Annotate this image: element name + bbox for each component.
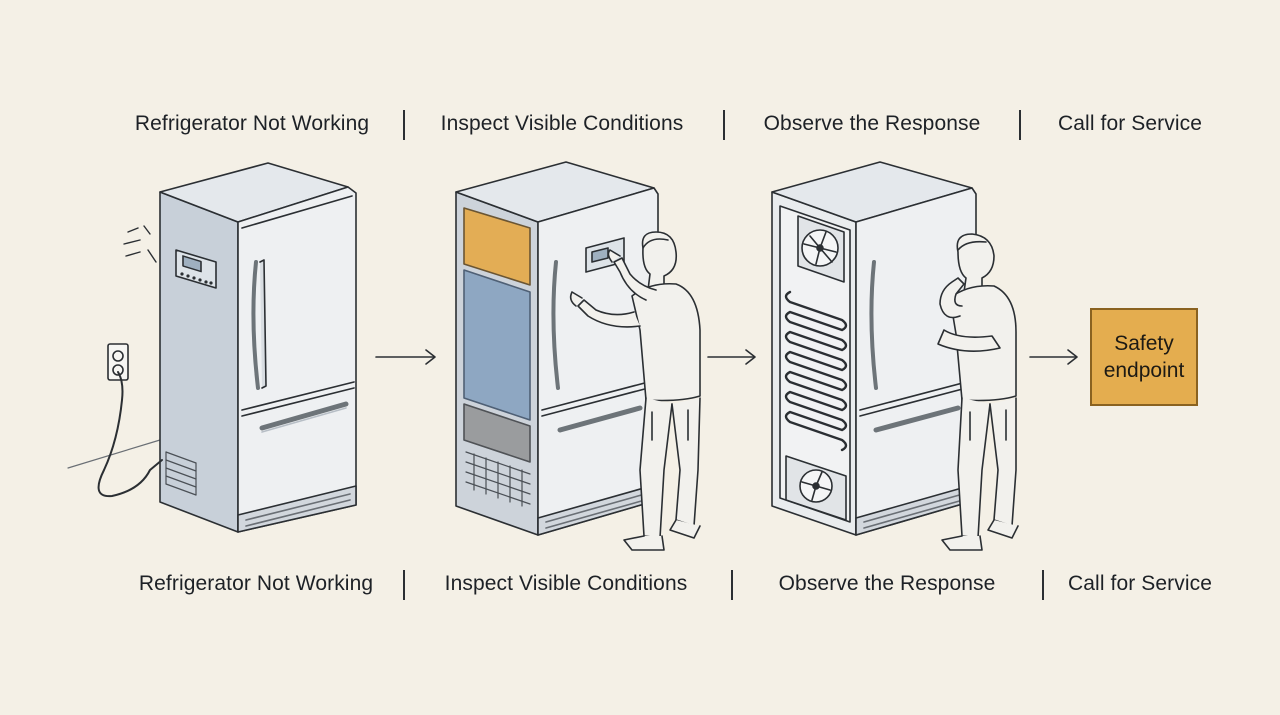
bottom-label-observe-the-response: Observe the Response: [778, 572, 996, 595]
top-label-refrigerator-not-working: Refrigerator Not Working: [134, 112, 370, 135]
endpoint-line-2: endpoint: [1103, 359, 1185, 382]
refrigerator-1: [67, 162, 357, 533]
arrow-right-icon: [1029, 349, 1078, 365]
top-label-observe-the-response: Observe the Response: [763, 112, 981, 135]
arrow-right-icon: [375, 349, 436, 365]
fan-icon: [785, 455, 847, 521]
top-separator-2: [723, 110, 725, 140]
bottom-label-call-for-service: Call for Service: [1068, 572, 1212, 595]
top-separator-1: [403, 110, 405, 140]
arrow-right-icon: [707, 349, 756, 365]
person-icon: [937, 233, 1019, 551]
condenser-coil-icon: [784, 290, 848, 452]
bottom-label-inspect-visible-conditions: Inspect Visible Conditions: [444, 572, 688, 595]
safety-endpoint-box: Safety endpoint: [1090, 308, 1198, 406]
bottom-separator-2: [731, 570, 733, 600]
person-icon: [569, 231, 701, 551]
top-separator-3: [1019, 110, 1021, 140]
top-label-call-for-service: Call for Service: [1058, 112, 1202, 135]
top-label-inspect-visible-conditions: Inspect Visible Conditions: [440, 112, 684, 135]
bottom-label-refrigerator-not-working: Refrigerator Not Working: [138, 572, 374, 595]
fan-icon: [797, 215, 845, 283]
refrigerator-3: [771, 161, 977, 536]
power-outlet-icon: [97, 343, 163, 498]
refrigerator-2: [455, 161, 659, 536]
bottom-separator-1: [403, 570, 405, 600]
bottom-separator-3: [1042, 570, 1044, 600]
endpoint-line-1: Safety: [1114, 332, 1174, 355]
